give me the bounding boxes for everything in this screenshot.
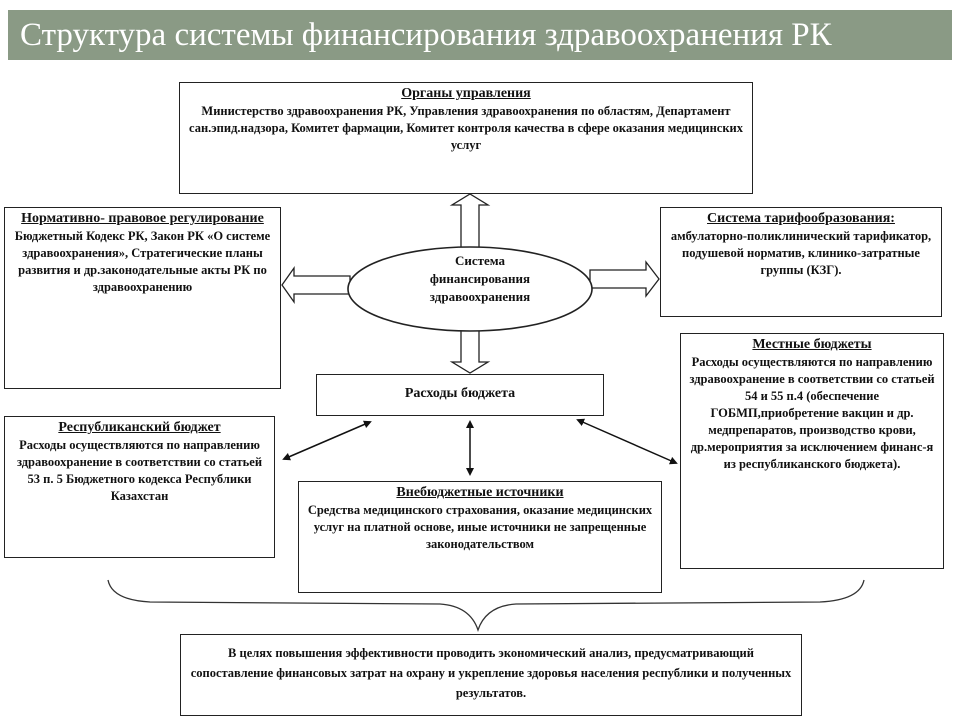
slide-title: Структура системы финансирования здравоо… <box>8 10 952 60</box>
extrabudgetary-body: Средства медицинского страхования, оказа… <box>307 503 653 551</box>
regulation-body: Бюджетный Кодекс РК, Закон РК «О системе… <box>14 229 271 294</box>
efficiency-note-body: В целях повышения эффективности проводит… <box>190 646 792 700</box>
arrow-down-to-budget <box>449 329 491 374</box>
management-heading: Органы управления <box>401 86 531 101</box>
local-budgets-box: Местные бюджеты Расходы осуществляются п… <box>680 333 944 569</box>
extrabudgetary-heading: Внебюджетные источники <box>396 485 564 500</box>
budget-expenses-heading: Расходы бюджета <box>404 386 516 401</box>
arrow-budget-to-local <box>576 418 678 465</box>
bottom-brace <box>107 579 865 633</box>
center-label: Система финансирования здравоохранения <box>380 252 580 306</box>
extrabudgetary-box: Внебюджетные источники Средства медицинс… <box>298 481 662 593</box>
budget-expenses-box: Расходы бюджета <box>316 374 604 416</box>
tariff-heading: Система тарифообразования: <box>707 211 895 226</box>
management-box: Органы управления Министерство здравоохр… <box>179 82 753 194</box>
tariff-body: амбулаторно-поликлинический тарификатор,… <box>670 229 932 277</box>
efficiency-note-box: В целях повышения эффективности проводит… <box>180 634 802 716</box>
arrow-up-to-management <box>449 193 491 249</box>
arrow-left-to-norm <box>281 265 351 305</box>
tariff-box: Система тарифообразования: амбулаторно-п… <box>660 207 942 317</box>
arrow-budget-to-republic <box>282 420 372 461</box>
center-ellipse <box>347 246 593 332</box>
republic-budget-body: Расходы осуществляются по направлению зд… <box>16 438 263 503</box>
regulation-box: Нормативно- правовое регулирование Бюдже… <box>4 207 281 389</box>
local-budgets-body: Расходы осуществляются по направлению зд… <box>689 355 935 471</box>
center-label-line2: финансирования <box>429 271 531 286</box>
center-label-line3: здравоохранения <box>429 289 531 304</box>
management-body: Министерство здравоохранения РК, Управле… <box>189 104 743 152</box>
republic-budget-heading: Республиканский бюджет <box>58 420 221 435</box>
center-label-line1: Система <box>454 253 506 268</box>
arrow-right-to-tariff <box>589 260 660 298</box>
local-budgets-heading: Местные бюджеты <box>752 337 872 352</box>
regulation-heading: Нормативно- правовое регулирование <box>21 211 264 226</box>
republic-budget-box: Республиканский бюджет Расходы осуществл… <box>4 416 275 558</box>
title-bar: Структура системы финансирования здравоо… <box>0 0 960 64</box>
